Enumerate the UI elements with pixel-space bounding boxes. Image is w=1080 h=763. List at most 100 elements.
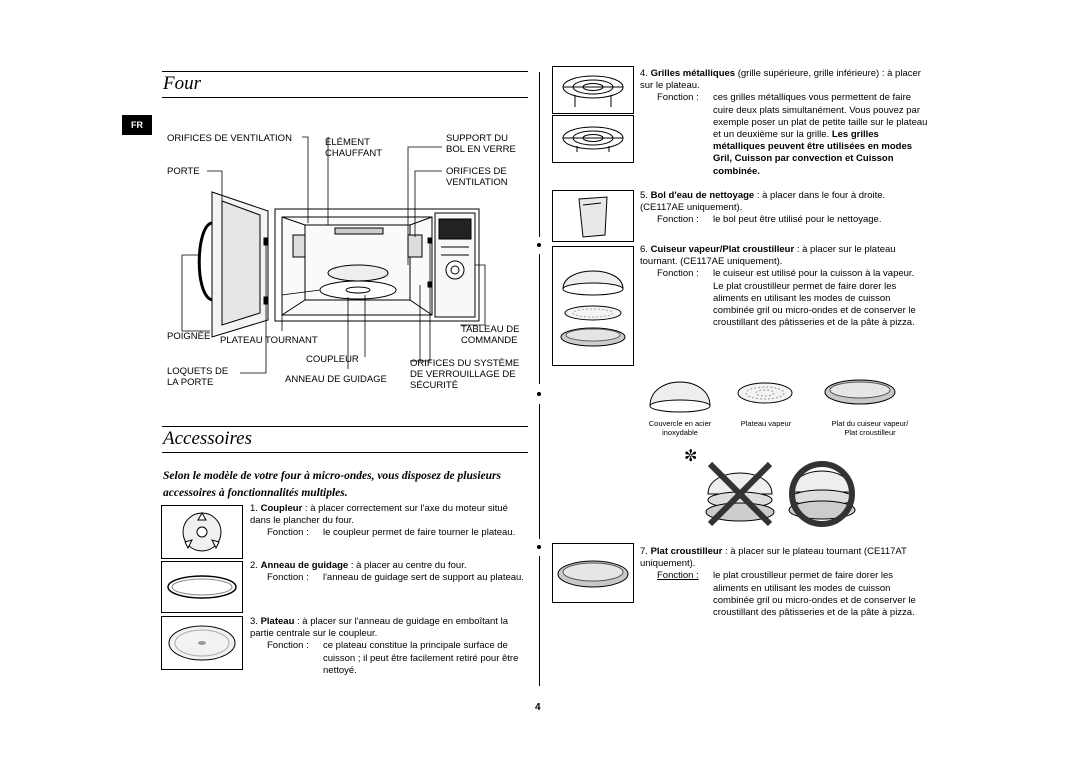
label-tableau-2: COMMANDE xyxy=(461,335,518,346)
item-2-name: Anneau de guidage xyxy=(260,560,349,571)
coupleur-image xyxy=(161,505,243,559)
label-porte: PORTE xyxy=(167,166,200,177)
item-5-fonction: le bol peut être utilisé pour le nettoya… xyxy=(713,214,882,226)
microwave-diagram xyxy=(181,136,486,374)
grille-inferieure-icon xyxy=(562,126,624,152)
label-plateau-tournant: PLATEAU TOURNANT xyxy=(220,335,318,346)
item-5-desc: : à placer dans le four à droite. (CE117… xyxy=(640,190,886,214)
accessoires-title: Accessoires xyxy=(163,428,252,449)
page-number: 4 xyxy=(535,702,541,713)
label-orifices-ventilation: ORIFICES DE VENTILATION xyxy=(167,133,292,144)
column-divider-low xyxy=(539,404,540,539)
label-element-chauffant-1: ÉLÉMENT xyxy=(325,137,370,148)
item-6-desc: : à placer sur le plateau tournant. (CE1… xyxy=(640,244,896,268)
label-anneau: ANNEAU DE GUIDAGE xyxy=(285,374,387,385)
caption-plat-cuiseur-line-1: Plat du cuiseur vapeur/ xyxy=(831,419,909,428)
bol-image xyxy=(552,190,634,242)
anneau-icon xyxy=(167,575,237,599)
item-4-name: Grilles métalliques xyxy=(650,68,736,79)
item-6-fonction-label: Fonction : xyxy=(657,268,699,280)
incorrect-assembly-icon xyxy=(705,461,775,527)
item-6-name: Cuiseur vapeur/Plat croustilleur xyxy=(650,244,795,255)
label-orifices-sys-1: ORIFICES DU SYSTÈME xyxy=(410,358,520,369)
item-7-fonction-label: Fonction : xyxy=(657,570,699,582)
item-2-desc: : à placer au centre du four. xyxy=(348,560,467,571)
item-3-desc: : à placer sur l'anneau de guidage en em… xyxy=(250,616,508,640)
plat-croustilleur-icon xyxy=(824,379,896,405)
item-3: 3. Plateau : à placer sur l'anneau de gu… xyxy=(250,616,530,677)
item-7-number: 7. xyxy=(640,546,648,557)
item-7-desc: : à placer sur le plateau tournant (CE11… xyxy=(640,546,907,570)
item-4-fonction: ces grilles métalliques vous permettent … xyxy=(713,92,928,141)
item-6-fonction: le cuiseur est utilisé pour la cuisson à… xyxy=(713,268,915,280)
item-4-desc: (grille supérieure, grille inférieure) :… xyxy=(640,68,921,92)
plat-croustilleur-ce117at-icon xyxy=(557,560,629,588)
item-3-name: Plateau xyxy=(260,616,295,627)
caption-couvercle-line-1: Couvercle en acier xyxy=(648,419,712,428)
label-support-bol-1: SUPPORT DU xyxy=(446,133,508,144)
correct-assembly-icon xyxy=(788,461,856,527)
anneau-image xyxy=(161,561,243,613)
caption-plat-cuiseur: Plat du cuiseur vapeur/ Plat croustilleu… xyxy=(818,419,922,437)
item-2: 2. Anneau de guidage : à placer au centr… xyxy=(250,560,530,584)
language-badge: FR xyxy=(122,115,152,135)
coupleur-icon xyxy=(182,511,222,552)
item-1-fonction: le coupleur permet de faire tourner le p… xyxy=(323,527,516,539)
label-loquets-1: LOQUETS DE xyxy=(167,366,229,377)
label-orifices-de-2: VENTILATION xyxy=(446,177,508,188)
plateau-vapeur-icon xyxy=(737,382,793,404)
accessoires-intro: Selon le modèle de votre four à micro-on… xyxy=(163,470,501,499)
plat-croustilleur-image xyxy=(552,543,634,603)
item-5-number: 5. xyxy=(640,190,648,201)
item-5-fonction-label: Fonction : xyxy=(657,214,699,226)
label-tableau-1: TABLEAU DE xyxy=(461,324,520,335)
item-3-fonction-label: Fonction : xyxy=(267,640,309,652)
item-5-name: Bol d'eau de nettoyage xyxy=(650,190,755,201)
caption-plateau-vapeur: Plateau vapeur xyxy=(728,419,804,428)
cuiseur-vapeur-image xyxy=(552,246,634,366)
item-7-fonction: le plat croustilleur permet de faire dor… xyxy=(713,570,916,619)
item-4: 4. Grilles métalliques (grille supérieur… xyxy=(640,68,930,178)
caption-couvercle-line-2: inoxydable xyxy=(662,428,698,437)
item-4-fonction-label: Fonction : xyxy=(657,92,699,104)
note-asterisk: ✼ xyxy=(684,448,698,465)
label-element-chauffant-2: CHAUFFANT xyxy=(325,148,382,159)
label-orifices-sys-2: DE VERROUILLAGE DE xyxy=(410,369,516,380)
item-2-fonction-label: Fonction : xyxy=(267,572,309,584)
accessoires-bottom-rule xyxy=(162,452,528,453)
item-4-fonction-bold: Les grilles métalliques peuvent être uti… xyxy=(713,129,913,177)
couvercle-icon xyxy=(649,381,711,413)
item-3-fonction: ce plateau constitue la principale surfa… xyxy=(323,640,519,676)
four-title: Four xyxy=(163,73,201,94)
label-loquets-2: LA PORTE xyxy=(167,377,214,388)
item-6: 6. Cuiseur vapeur/Plat croustilleur : à … xyxy=(640,244,930,329)
item-1-name: Coupleur xyxy=(260,503,303,514)
grille-superieure-image xyxy=(552,66,634,114)
item-2-fonction: l'anneau de guidage sert de support au p… xyxy=(323,572,524,584)
label-orifices-de-1: ORIFICES DE xyxy=(446,166,507,177)
item-2-number: 2. xyxy=(250,560,258,571)
plateau-icon xyxy=(168,625,236,661)
label-support-bol-2: BOL EN VERRE xyxy=(446,144,516,155)
label-coupleur: COUPLEUR xyxy=(306,354,359,365)
column-divider-mid xyxy=(539,254,540,384)
label-orifices-sys-3: SÉCURITÉ xyxy=(410,380,459,391)
column-divider-top xyxy=(539,72,540,237)
grille-superieure-icon xyxy=(562,75,624,107)
item-1-number: 1. xyxy=(250,503,258,514)
item-7-name: Plat croustilleur xyxy=(650,546,723,557)
item-3-number: 3. xyxy=(250,616,258,627)
grille-inferieure-image xyxy=(552,115,634,163)
caption-plateau-vapeur-line: Plateau vapeur xyxy=(740,419,792,428)
item-7: 7. Plat croustilleur : à placer sur le p… xyxy=(640,546,930,619)
caption-plat-cuiseur-line-2: Plat croustilleur xyxy=(844,428,896,437)
item-1: 1. Coupleur : à placer correctement sur … xyxy=(250,503,530,540)
divider-bullet-2 xyxy=(537,392,541,396)
item-1-desc: : à placer correctement sur l'axe du mot… xyxy=(250,503,508,527)
four-bottom-rule xyxy=(162,97,528,98)
item-1-fonction-label: Fonction : xyxy=(267,527,309,539)
item-5: 5. Bol d'eau de nettoyage : à placer dan… xyxy=(640,190,930,227)
caption-couvercle: Couvercle en acier inoxydable xyxy=(638,419,722,437)
divider-bullet-3 xyxy=(537,545,541,549)
label-poignee: POIGNÉE xyxy=(167,331,211,342)
